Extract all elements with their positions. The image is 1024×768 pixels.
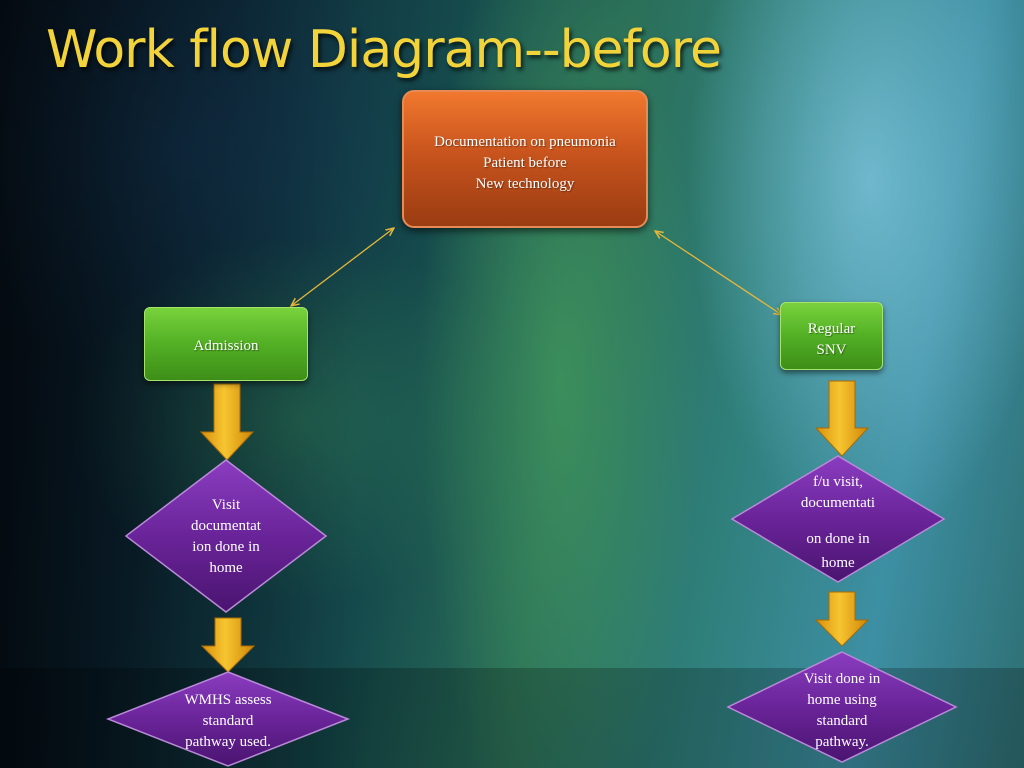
connector-top-admission [291,228,394,306]
admission-box: Admission [144,307,308,381]
fu-visit-label-bottom: on done in home [806,531,870,571]
down-arrow-3 [814,380,870,457]
decision-visit-documentation [124,459,328,613]
admission-box-label: Admission [193,338,259,354]
slide-title: Work flow Diagram--before [46,20,722,80]
down-arrow-2 [200,617,256,673]
connector-top-regular [655,231,782,315]
down-arrow-1 [199,383,255,461]
documentation-box-label: Documentation on pneumonia Patient befor… [434,134,616,192]
documentation-box: Documentation on pneumonia Patient befor… [402,90,648,228]
decision-wmhs [105,671,351,767]
decision-visit-done [726,651,958,763]
fu-visit-label-top: f/u visit, documentati [800,474,876,511]
visit-documentation-label: Visit documentat ion done in home [191,497,261,576]
decision-fu-visit [730,455,946,583]
down-arrow-4 [814,591,870,647]
regular-snv-box: Regular SNV [780,302,883,370]
regular-snv-box-label: Regular SNV [807,321,856,358]
visit-done-label: Visit done in home using standard pathwa… [803,671,881,750]
wmhs-label: WMHS assess standard pathway used. [184,692,272,750]
